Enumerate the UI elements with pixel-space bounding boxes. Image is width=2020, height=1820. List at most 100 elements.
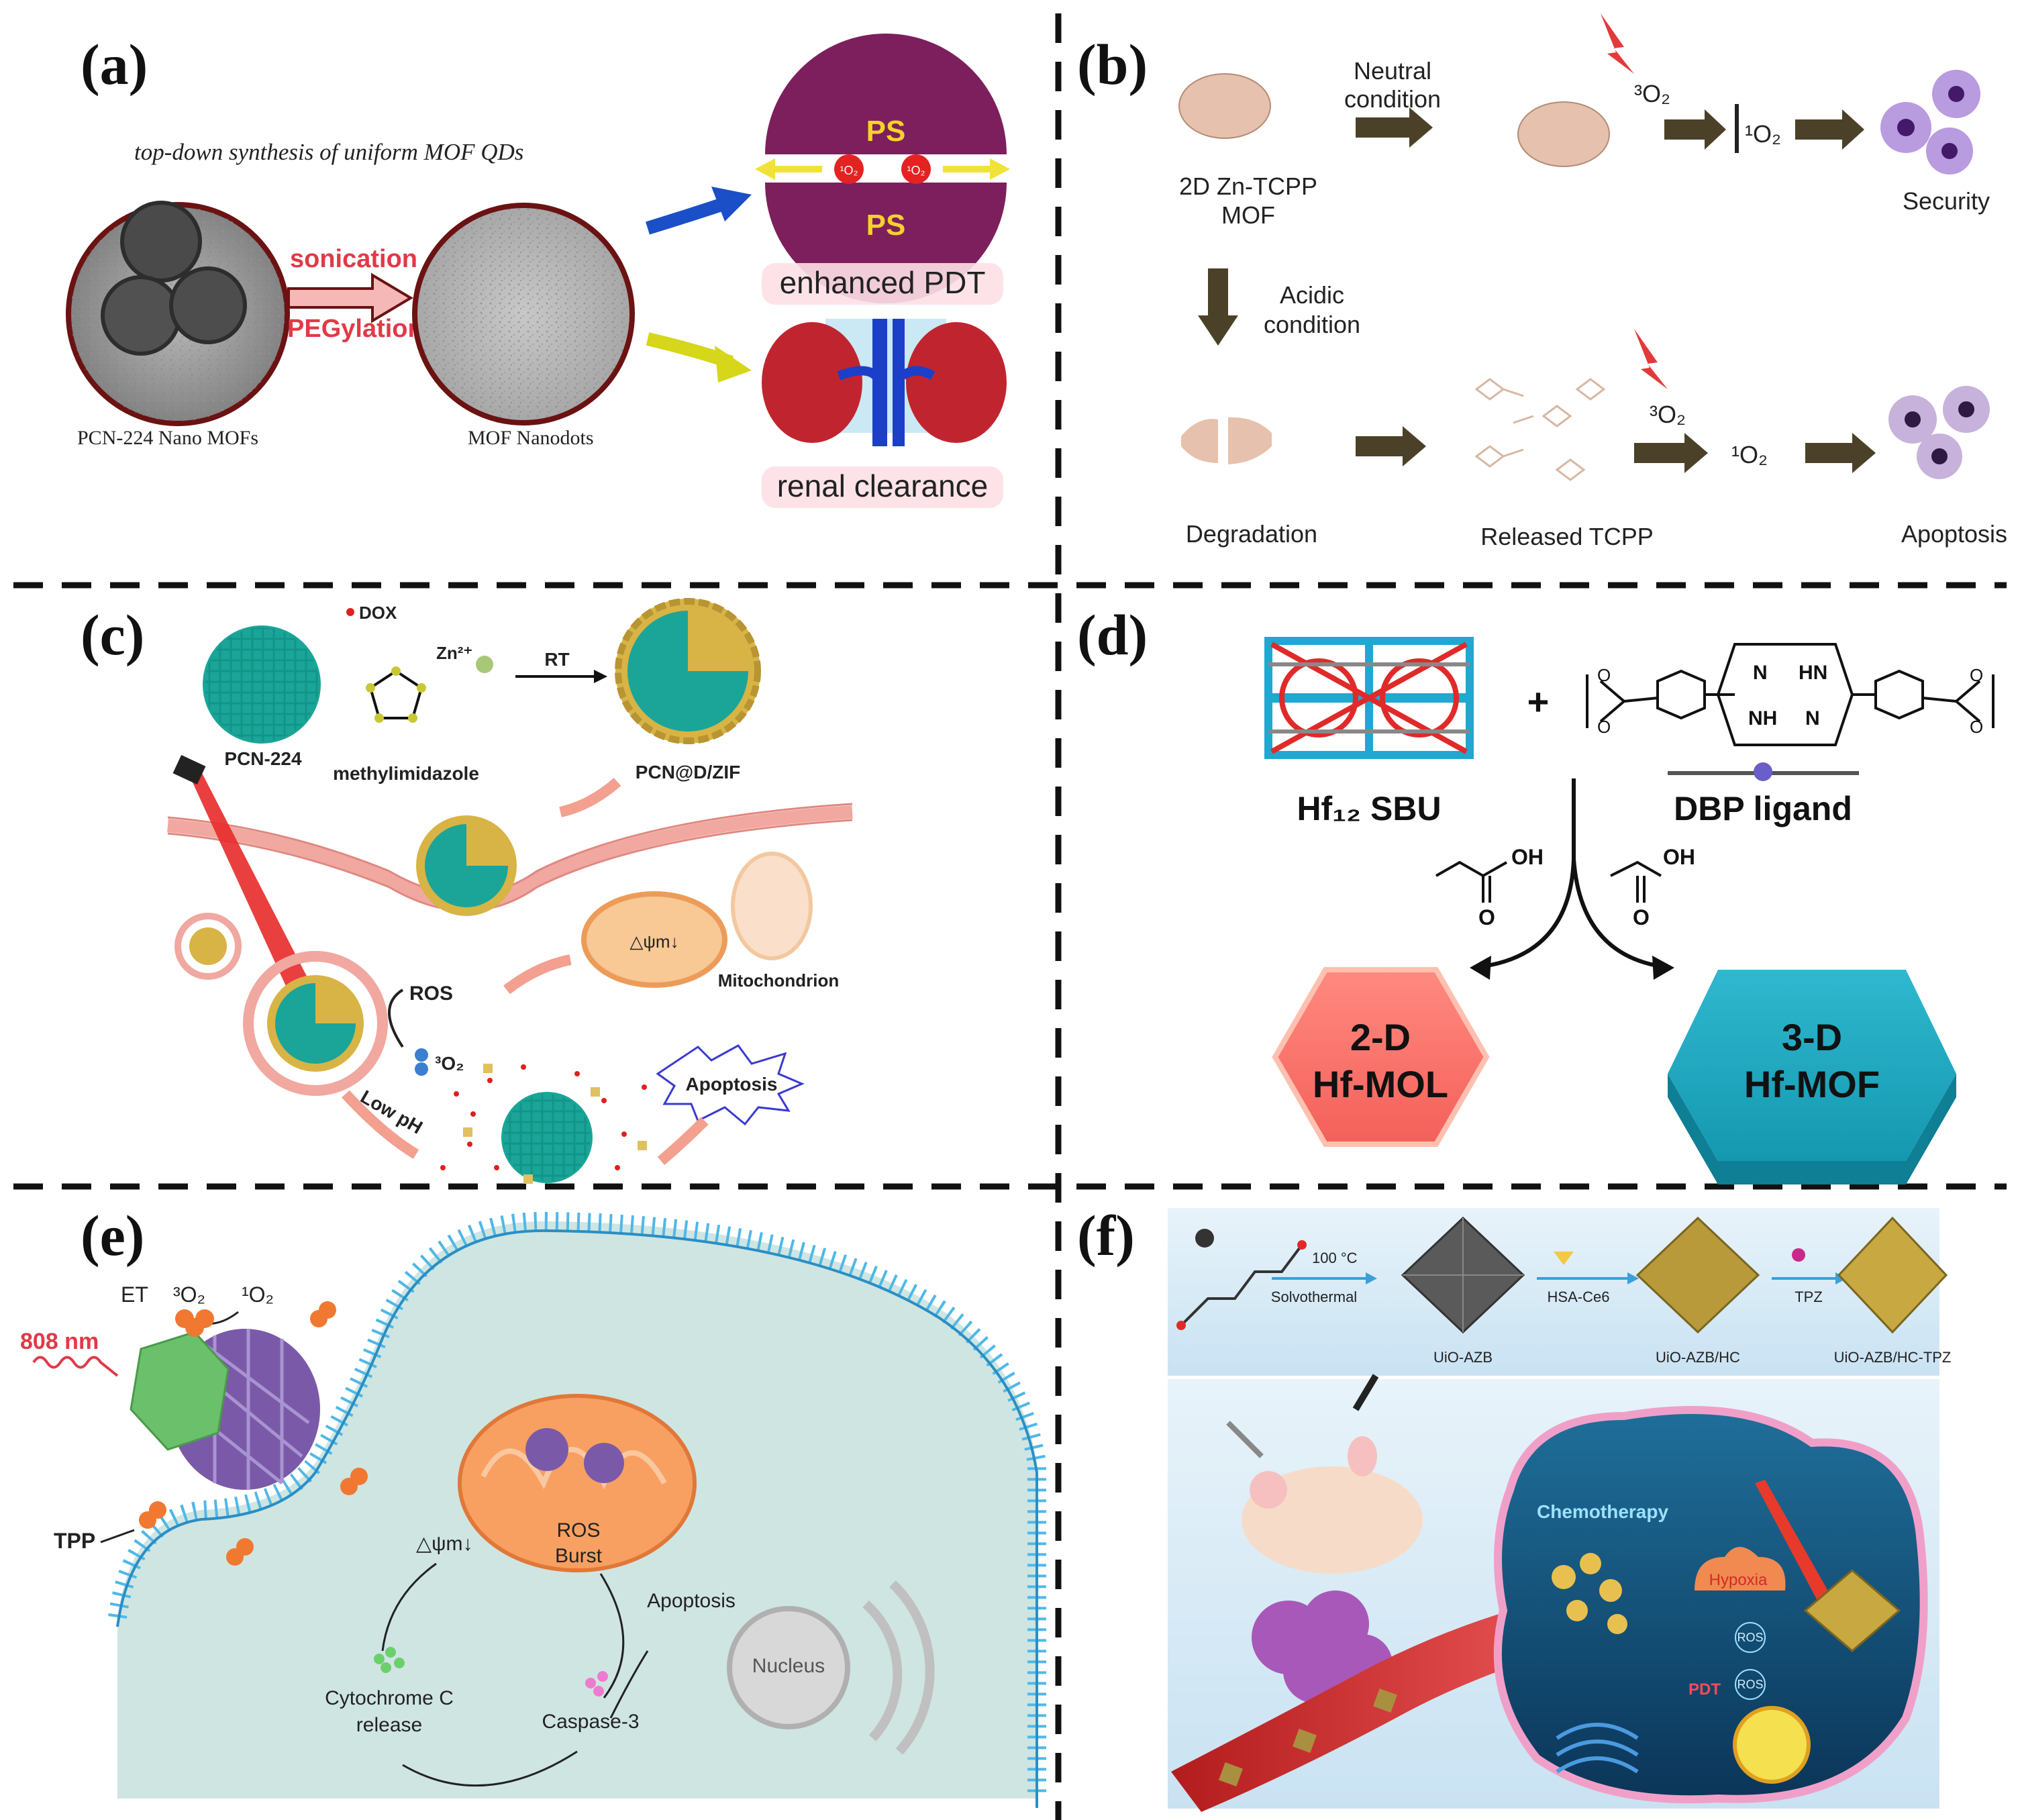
- n-label-2: N: [1805, 707, 1820, 729]
- panel-f-label: (f): [1077, 1203, 1135, 1268]
- ros-bubble-1: [1735, 1622, 1766, 1653]
- oh-label-1: OH: [1511, 845, 1544, 869]
- hf-mof-hexagon: [1668, 970, 1956, 1161]
- enhanced-pdt-graphic: PS PS ¹O₂ ¹O₂: [755, 34, 1010, 303]
- laser-label: 808 nm: [20, 1329, 99, 1354]
- hsa-label: HSA-Ce6: [1548, 1288, 1610, 1305]
- syringe: [1226, 1421, 1264, 1458]
- pcn-caption: PCN-224 Nano MOFs: [77, 427, 258, 449]
- hf-precursor: [1195, 1229, 1214, 1248]
- mitochondrion-e: [458, 1394, 697, 1572]
- hf12-sbu-structure: [1264, 637, 1474, 759]
- panel-c-label: (c): [81, 603, 144, 667]
- nucleus-label: Nucleus: [752, 1655, 825, 1677]
- singlet-oxygen-2: ¹O₂: [907, 164, 925, 177]
- zn-label: Zn²⁺: [436, 643, 472, 663]
- pcn-particle: [120, 201, 202, 283]
- triplet-oxygen-e: ³O₂: [173, 1282, 205, 1307]
- panel-e-label: (e): [81, 1203, 144, 1268]
- cell-membrane-e: [108, 1211, 1046, 1799]
- acidic-label-1: Acidic: [1280, 281, 1344, 309]
- tpz-label: TPZ: [1795, 1288, 1823, 1305]
- vessel-particles: [1219, 1688, 1397, 1786]
- nanodots-caption: MOF Nanodots: [468, 427, 594, 449]
- uio-azb-hc-octahedron: [1635, 1216, 1760, 1334]
- acetic-acid: [1610, 860, 1662, 903]
- plus-sign: +: [1527, 680, 1550, 723]
- degraded-sheet: [1181, 417, 1272, 464]
- dox-label: DOX: [359, 603, 397, 623]
- released-dox: [440, 1064, 647, 1170]
- cycle-arrow-3: [599, 1573, 625, 1699]
- path-to-mof: [1572, 858, 1662, 968]
- mof-label-2: MOF: [1221, 201, 1275, 229]
- mitochondrion-active: [581, 891, 727, 988]
- triplet-oxygen-b1: ³O₂: [1634, 80, 1670, 107]
- neutral-label-1: Neutral: [1354, 57, 1431, 85]
- pdt-arrowhead: [711, 187, 752, 221]
- intact-nanosheet: [1517, 101, 1610, 167]
- pcn-particle: [101, 275, 181, 356]
- ros-bubble-2: [1735, 1669, 1766, 1700]
- n-label-1: N: [1753, 662, 1768, 684]
- dox-dot: [346, 608, 354, 616]
- cytochrome-label-2: release: [356, 1714, 422, 1736]
- ros-to-mito-arrow: [503, 954, 572, 995]
- apoptosis-arrow-e: [609, 1650, 649, 1719]
- kidney-graphic: [762, 319, 1007, 446]
- tpp-groups: [139, 1301, 368, 1566]
- renal-clearance-label: renal clearance: [777, 468, 989, 503]
- nucleus: [727, 1580, 935, 1755]
- singlet-oxygen-b2: ¹O₂: [1731, 441, 1768, 468]
- sonication-arrow: [287, 272, 413, 323]
- triplet-oxygen-c: ³O₂: [435, 1053, 464, 1074]
- uio-hc-label: UiO-AZB/HC: [1656, 1349, 1740, 1366]
- propionic-acid: [1435, 860, 1507, 903]
- hn-label: HN: [1799, 662, 1827, 684]
- mitochondrion-background: [731, 852, 813, 960]
- small-endosome: [174, 913, 242, 980]
- methylimidazole-ring: [368, 669, 423, 719]
- laser-wave: [32, 1356, 119, 1377]
- panel-d: (d) Hf₁₂ SBU + O O O O: [1077, 603, 1994, 1184]
- chemo-cluster: [1552, 1553, 1627, 1634]
- nanoparticle-f: [1803, 1569, 1901, 1652]
- nh-label: NH: [1748, 707, 1777, 729]
- mol-label-1: 2-D: [1350, 1016, 1411, 1058]
- pegylation-label: PEGylation: [287, 315, 423, 343]
- o-label-1: O: [1597, 665, 1611, 685]
- acidic-label-2: condition: [1264, 311, 1360, 338]
- ros-arrow: [388, 989, 404, 1048]
- neutral-arrow: [1356, 107, 1433, 148]
- hf-mof-side: [1668, 1074, 1956, 1184]
- enhanced-pdt-label: enhanced PDT: [780, 265, 986, 300]
- mof-label-2-d: Hf-MOF: [1744, 1063, 1880, 1105]
- ros-label-f1: ROS: [1737, 1631, 1763, 1644]
- caspase-dots: [585, 1671, 608, 1697]
- pcn-zif-label: PCN@D/ZIF: [636, 762, 740, 782]
- hf-mol-hexagon: [1272, 967, 1490, 1147]
- degradation-label: Degradation: [1186, 520, 1317, 548]
- dox-to-apoptosis-arrow: [657, 1117, 709, 1166]
- mouse: [1242, 1436, 1423, 1574]
- hypoxia-cloud: [1695, 1547, 1786, 1590]
- psi-label-e: △ψm↓: [416, 1533, 472, 1555]
- cycle-arrow-1: [381, 1562, 437, 1652]
- light-bolt-2: [1634, 329, 1668, 389]
- panel-b: (b) 2D Zn-TCPP MOF Neutral condition ³O₂…: [1077, 13, 2007, 550]
- ros-label: ROS: [409, 982, 453, 1005]
- apoptosis-arrow-b: [1805, 433, 1876, 473]
- light-bolt-1: [1601, 13, 1634, 74]
- apoptosis-label-e: Apoptosis: [647, 1590, 736, 1612]
- hf12-sbu-label: Hf₁₂ SBU: [1297, 790, 1441, 827]
- laser-device: [172, 754, 206, 785]
- synthesis-strip: [1168, 1208, 1939, 1376]
- azb-linker: [1180, 1244, 1303, 1327]
- o-label-2: O: [1597, 717, 1611, 737]
- zn-tcpp-nanosheet: [1178, 73, 1271, 139]
- path-to-mol: [1482, 858, 1576, 968]
- rt-label: RT: [544, 649, 569, 670]
- laser-beam: [189, 772, 312, 992]
- panel-e: (e) 808 nm ET ³O₂ ¹O₂ TPP ROS Burst △ψm↓: [20, 1203, 1046, 1808]
- dbp-ligand-label: DBP ligand: [1674, 790, 1852, 827]
